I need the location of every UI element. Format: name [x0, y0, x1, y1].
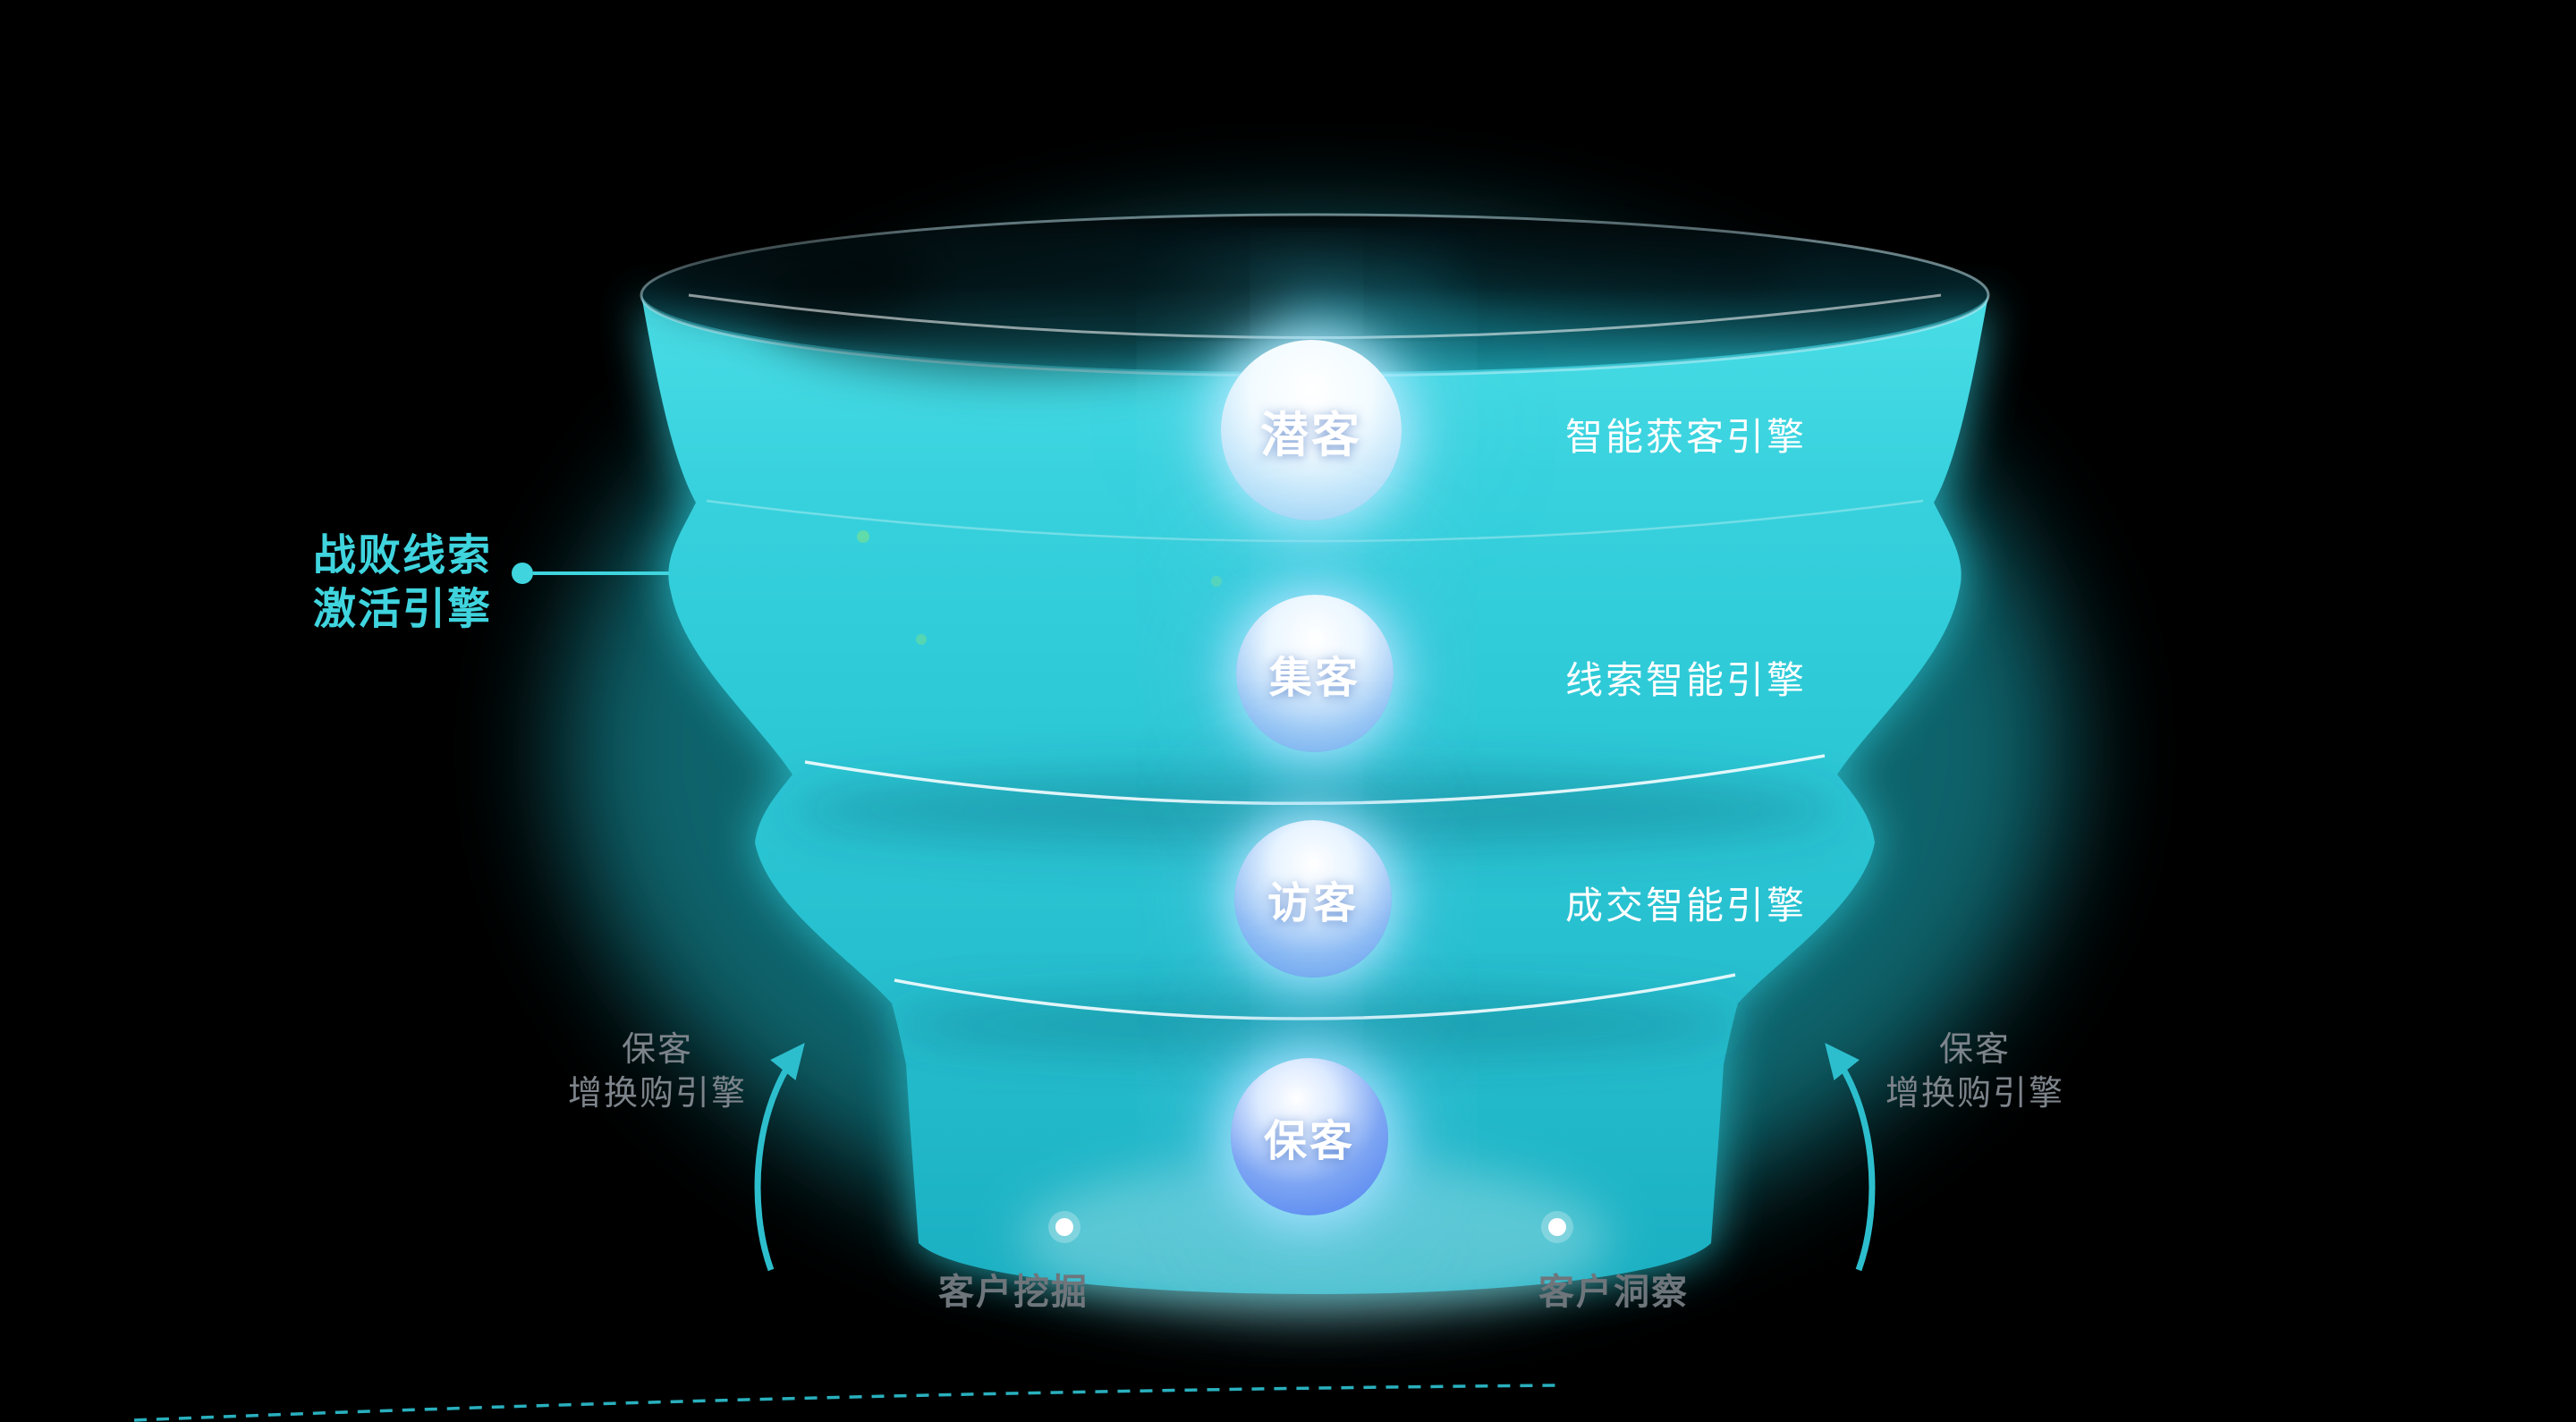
bottom-label-customer-mining: 客户挖掘: [938, 1273, 1089, 1312]
decor-dot: [857, 530, 869, 543]
top-shadow-blob: [644, 226, 930, 319]
retention-engine-right-line2: 增换购引擎: [1885, 1074, 2064, 1113]
tier-shadow: [886, 992, 1744, 1056]
orbit-dashed-arc: [133, 1384, 1559, 1422]
tier-line-3: [894, 973, 1736, 1020]
stage-badge-label: 潜客: [1260, 408, 1362, 462]
stage-badge-3: 访客: [1234, 820, 1392, 978]
up-arrow-right: [1825, 1042, 1876, 1272]
bottom-bloom: [1020, 1158, 1610, 1319]
right-engine-label-3: 成交智能引擎: [1565, 885, 1808, 927]
retention-engine-left-line2: 增换购引擎: [567, 1074, 747, 1113]
marker-dot-right: [1548, 1218, 1566, 1236]
decor-dot: [916, 634, 927, 645]
stage-badge-label: 访客: [1267, 880, 1359, 927]
top-rim-highlight: [688, 293, 1942, 339]
tier-line-1: [706, 499, 1924, 543]
decor-dot: [1211, 576, 1222, 587]
stage-badge-label: 保客: [1263, 1118, 1355, 1165]
stage-badge-2: 集客: [1236, 595, 1394, 752]
retention-engine-label-right: 保客 增换购引擎: [1814, 1028, 2136, 1115]
stage-badge-4: 保客: [1231, 1058, 1388, 1215]
lost-lead-connector-dot: [512, 563, 533, 584]
right-engine-label-1: 智能获客引擎: [1565, 416, 1808, 458]
lost-lead-engine-line2: 激活引擎: [312, 586, 492, 634]
retention-engine-right-line1: 保客: [1938, 1031, 2011, 1069]
retention-engine-label-left: 保客 增换购引擎: [496, 1028, 818, 1115]
top-shadow-blob: [1440, 219, 1798, 317]
lost-lead-engine-label: 战败线索 激活引擎: [300, 529, 505, 638]
lost-lead-engine-line1: 战败线索: [312, 532, 492, 580]
tier-line-2: [804, 754, 1826, 806]
stage-badge-1: 潜客: [1221, 340, 1402, 521]
marker-dot-left: [1055, 1218, 1073, 1236]
right-engine-label-2: 线索智能引擎: [1565, 659, 1808, 701]
retention-engine-left-line1: 保客: [621, 1031, 693, 1069]
stage-badge-label: 集客: [1268, 655, 1360, 702]
bottom-label-customer-insight: 客户洞察: [1538, 1273, 1689, 1312]
up-arrow-left: [754, 1042, 805, 1272]
